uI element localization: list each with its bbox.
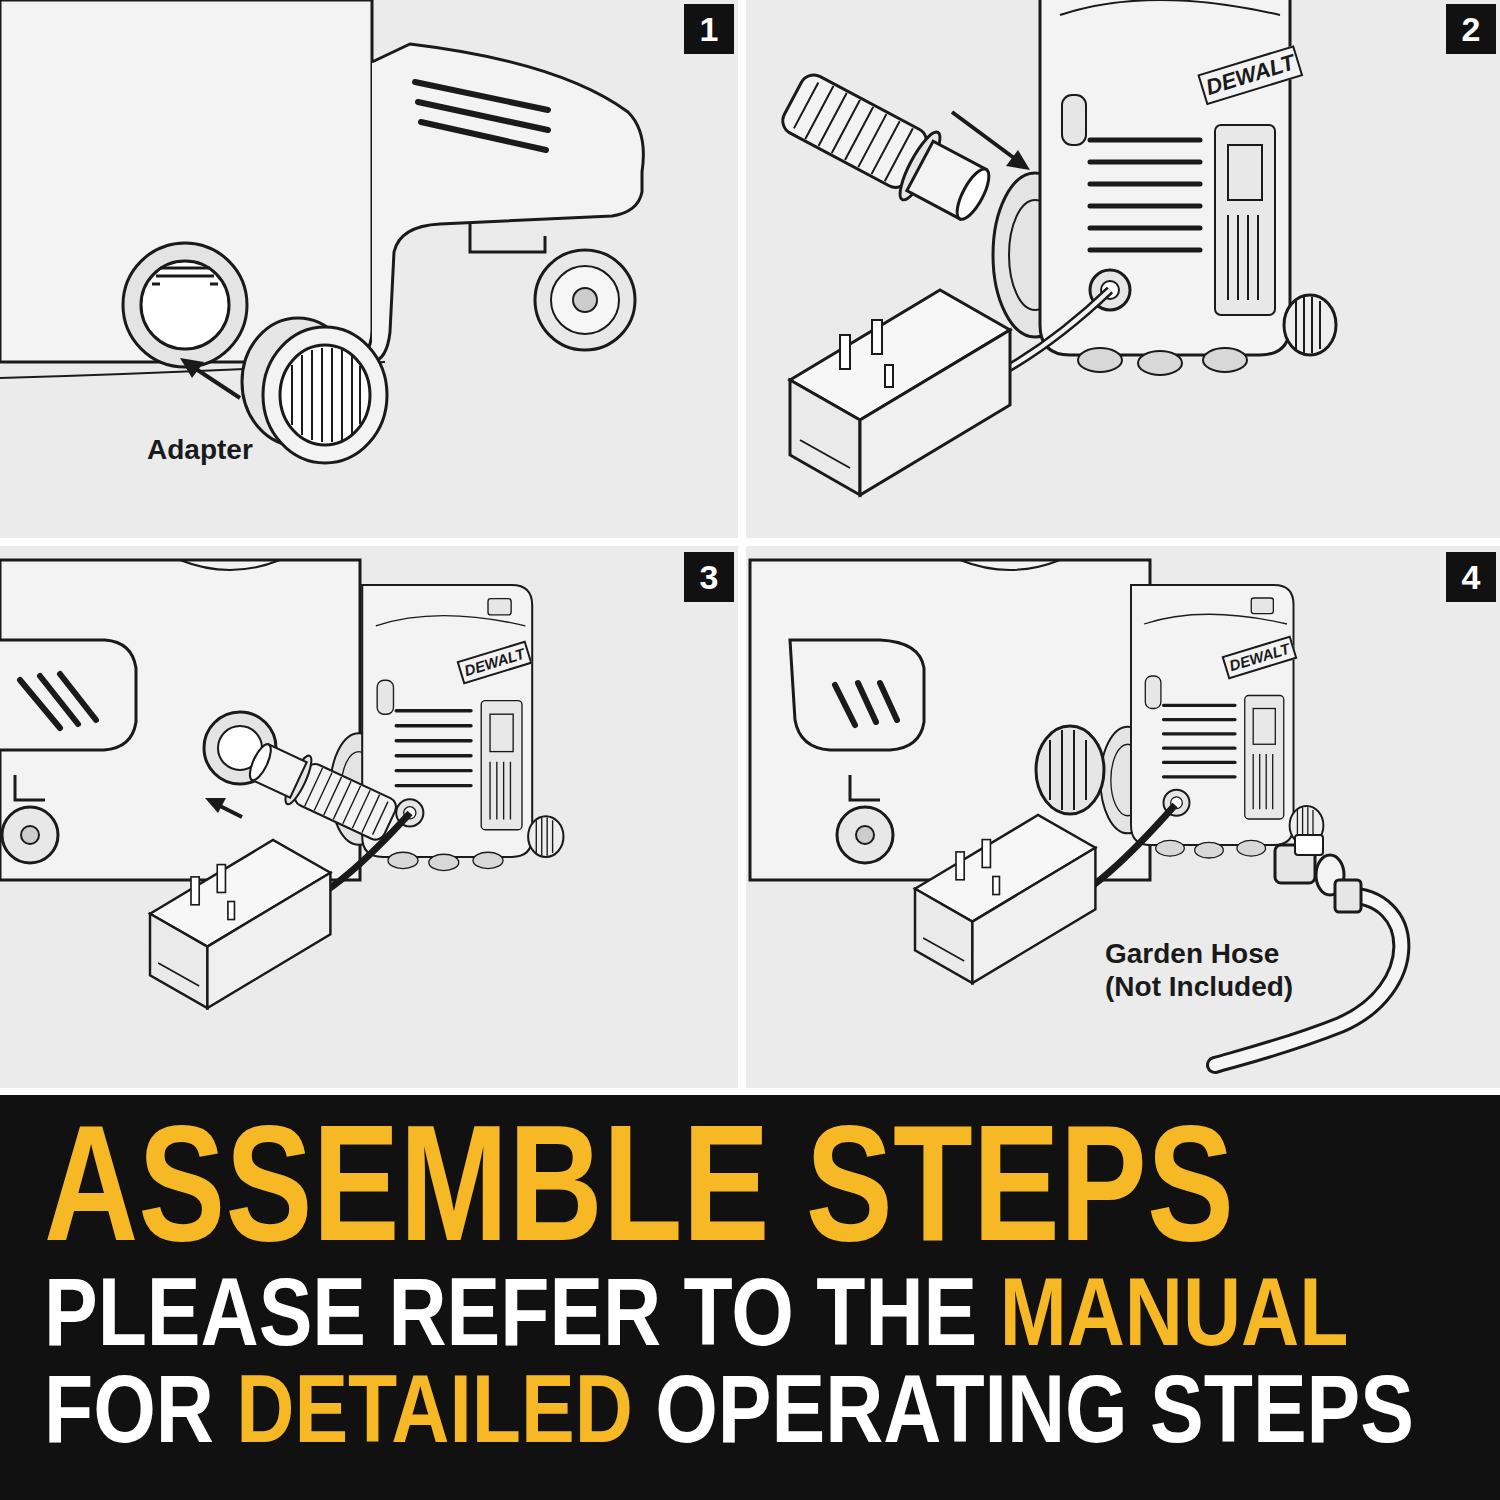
illustration-part — [372, 44, 643, 362]
illustration-part — [0, 0, 738, 538]
illustration-part — [0, 560, 360, 880]
illustration-part — [551, 266, 619, 334]
illustration-part — [152, 268, 218, 284]
illustration-part — [2, 807, 58, 863]
illustration-part — [1335, 880, 1361, 912]
illustration-part — [180, 560, 280, 570]
illustration-part — [263, 327, 387, 463]
banner-heading: ASSEMBLE STEPS — [44, 1101, 1234, 1266]
banner-word: THE — [816, 1257, 977, 1366]
illustration-part — [20, 674, 96, 728]
illustration-part — [835, 683, 897, 725]
banner-word: OPERATING — [655, 1354, 1128, 1463]
illustration-part — [180, 358, 204, 378]
banner-note: PLEASE REFER TO THE MANUALFOR DETAILED O… — [44, 1263, 1414, 1457]
illustration-part — [123, 243, 247, 367]
instruction-banner: ASSEMBLE STEPSPLEASE REFER TO THE MANUAL… — [0, 1095, 1500, 1500]
illustration-part — [573, 288, 597, 312]
illustration-part — [775, 65, 1000, 233]
illustration-part — [746, 546, 1500, 1088]
illustration-part — [470, 224, 545, 252]
illustration-part — [243, 735, 401, 847]
illustration-part — [415, 82, 548, 150]
illustration-part — [915, 815, 1095, 983]
illustration-part — [0, 546, 738, 1088]
banner-word: STEPS — [1150, 1354, 1414, 1463]
banner-word: MANUAL — [1000, 1257, 1349, 1366]
illustration-part — [837, 807, 893, 863]
illustration-part — [292, 348, 360, 442]
step-number: 4 — [1446, 552, 1496, 602]
illustration-part — [535, 250, 635, 350]
illustration-part — [196, 369, 240, 398]
panel-3-art — [0, 560, 563, 1008]
step-number-badge: 4 — [1446, 552, 1496, 602]
illustration-part — [21, 826, 39, 844]
banner-word: PLEASE — [44, 1257, 366, 1366]
illustration-part — [993, 0, 1336, 375]
note-label: Garden Hose (Not Included) — [1105, 937, 1315, 1003]
step-number: 2 — [1446, 4, 1496, 54]
illustration-part — [1036, 726, 1104, 814]
illustration-part — [1100, 585, 1323, 858]
illustration-part — [750, 560, 1150, 880]
illustration-part — [1295, 835, 1323, 855]
illustration-part — [790, 290, 1010, 495]
banner-word: FOR — [44, 1354, 214, 1463]
illustration-part — [856, 826, 874, 844]
illustration-part — [0, 640, 136, 750]
illustration-part — [790, 640, 924, 750]
panel-2-art — [775, 0, 1336, 495]
illustration-part — [150, 840, 330, 1008]
step-number-badge: 2 — [1446, 4, 1496, 54]
step-number-badge: 3 — [684, 552, 734, 602]
illustration-part — [218, 805, 242, 817]
step-number: 3 — [684, 552, 734, 602]
illustration-part — [960, 560, 1060, 570]
step-number-badge: 1 — [684, 4, 734, 54]
banner-word: REFER — [388, 1257, 661, 1366]
illustration-part — [1006, 150, 1030, 170]
illustration-part — [280, 345, 370, 445]
illustration-part — [0, 0, 372, 362]
illustration-part — [850, 775, 880, 800]
panel-4-art — [750, 560, 1401, 1065]
illustration-part — [1050, 730, 1086, 810]
step-number: 1 — [684, 4, 734, 54]
illustration-part — [141, 261, 229, 349]
illustration-part — [205, 798, 226, 813]
panel-1-art — [0, 0, 643, 463]
part-label: Adapter — [147, 433, 253, 466]
illustration-part — [952, 112, 1014, 158]
banner-word: TO — [684, 1257, 794, 1366]
banner-word: DETAILED — [236, 1354, 633, 1463]
illustration-part — [15, 775, 45, 800]
